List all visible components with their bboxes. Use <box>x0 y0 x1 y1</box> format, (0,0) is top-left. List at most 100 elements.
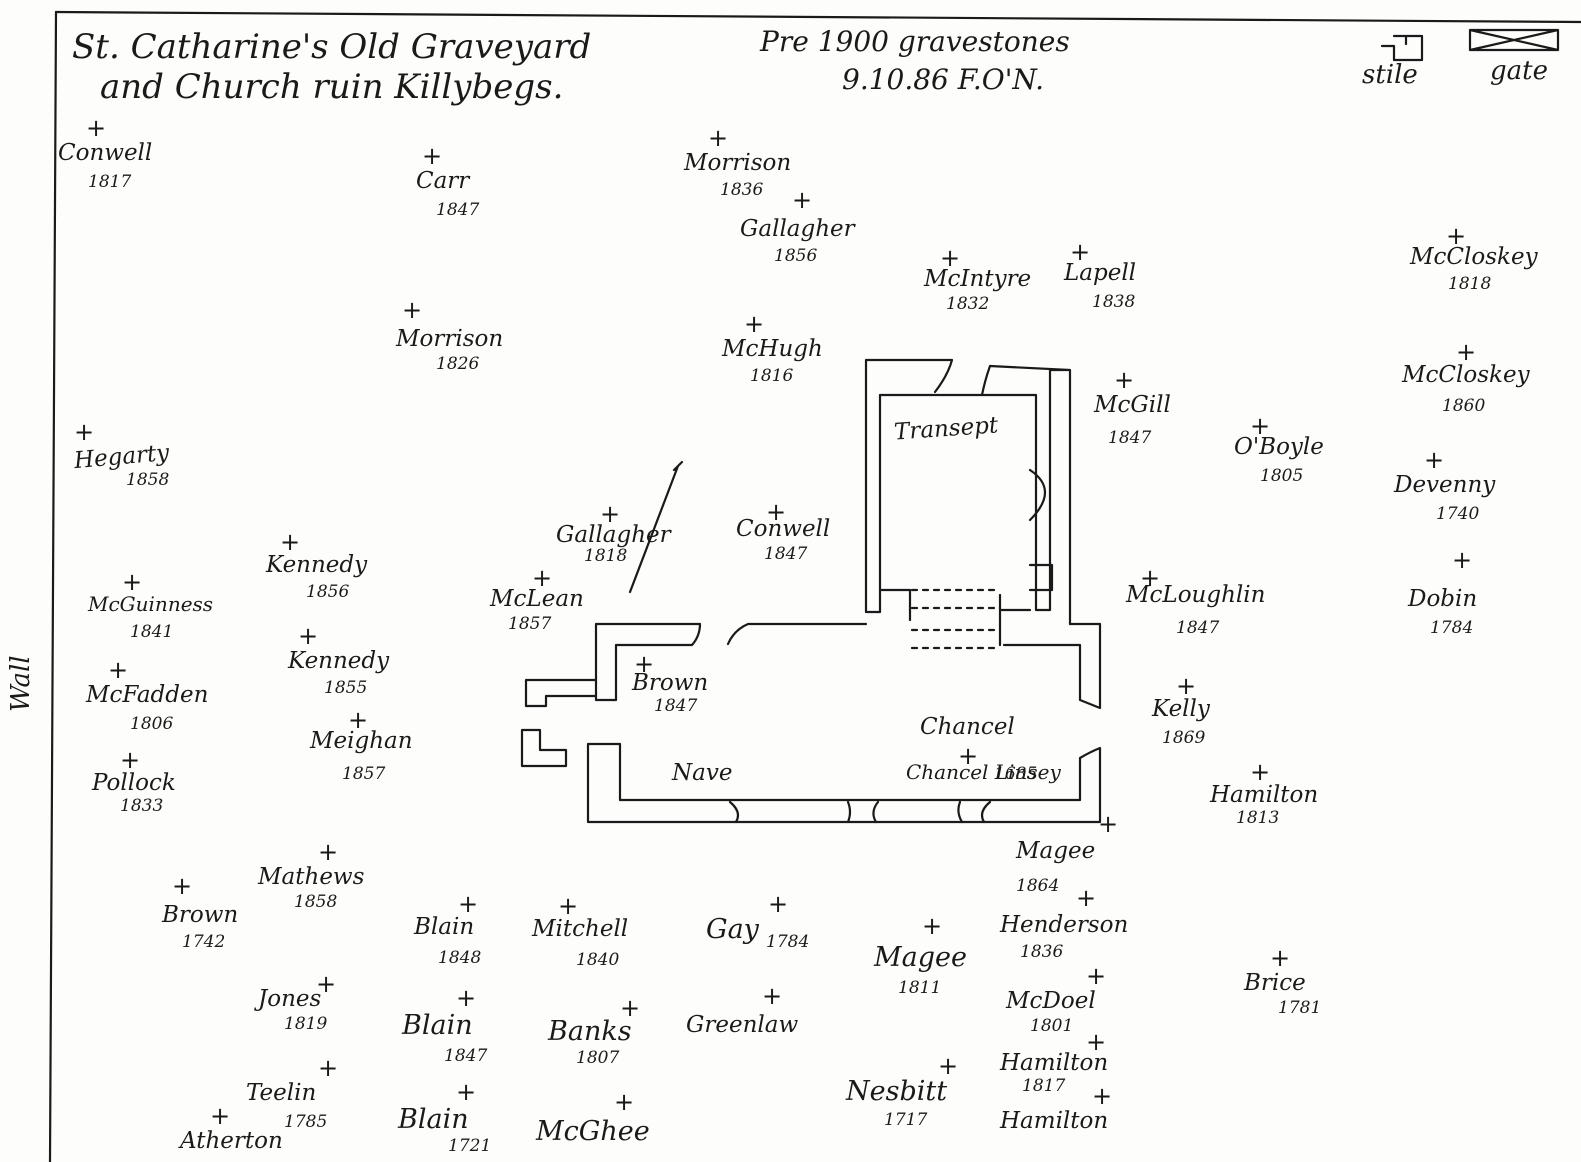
grave-year: 1784 <box>1430 618 1474 638</box>
grave-year: 1869 <box>1162 728 1206 748</box>
cross-icon: + <box>456 984 477 1012</box>
grave-name: Blain <box>414 914 475 940</box>
grave-year: 1847 <box>1108 428 1152 448</box>
grave-name: Kelly <box>1152 696 1210 722</box>
grave-name: McGuinness <box>88 592 214 616</box>
grave-name: Carr <box>416 168 470 194</box>
grave-name: Morrison <box>684 150 792 176</box>
grave-name: Mitchell <box>532 916 629 942</box>
cross-icon: + <box>1176 672 1197 700</box>
cross-icon: + <box>1456 338 1477 366</box>
grave-name: Mathews <box>258 864 365 890</box>
grave-name: Meighan <box>310 728 413 754</box>
gate-label: gate <box>1490 56 1548 86</box>
cross-icon: + <box>762 982 783 1010</box>
cross-icon: + <box>1424 446 1445 474</box>
cross-icon: + <box>318 1054 339 1082</box>
grave-name: Henderson <box>1000 912 1129 938</box>
cross-icon: + <box>766 498 787 526</box>
grave-year: 1847 <box>1176 618 1220 638</box>
cross-icon: + <box>316 970 337 998</box>
grave-name: McLean <box>490 586 584 612</box>
grave-name: Pollock <box>92 770 176 796</box>
grave-year: 1806 <box>130 714 174 734</box>
grave-year: 1805 <box>1260 466 1304 486</box>
grave-name: Jones <box>258 986 322 1012</box>
cross-icon: + <box>1076 884 1097 912</box>
transept-steps <box>910 588 1002 650</box>
cross-icon: + <box>1250 412 1271 440</box>
grave-year: 1807 <box>576 1048 620 1068</box>
grave-year: 1841 <box>130 622 174 642</box>
cross-icon: + <box>402 296 423 324</box>
grave-year: 1836 <box>1020 942 1064 962</box>
cross-icon: + <box>1140 564 1161 592</box>
grave-year: 1784 <box>766 932 810 952</box>
grave-year: 1818 <box>584 546 628 566</box>
grave-year: 1832 <box>946 294 990 314</box>
grave-year: 1864 <box>1016 876 1060 896</box>
grave-year: 1856 <box>306 582 350 602</box>
cross-icon: + <box>1092 1082 1113 1110</box>
grave-year: 1857 <box>508 614 552 634</box>
grave-year: 1858 <box>126 470 170 490</box>
grave-year: 1717 <box>884 1110 928 1130</box>
transept-walls <box>864 358 1072 626</box>
grave-name: McCloskey <box>1402 362 1530 388</box>
grave-name: McDoel <box>1006 988 1096 1014</box>
cross-icon: + <box>600 500 621 528</box>
cross-icon: + <box>708 124 729 152</box>
grave-name: McCloskey <box>1410 244 1538 270</box>
cross-icon: + <box>1070 238 1091 266</box>
cross-icon: + <box>172 872 193 900</box>
cross-icon: + <box>122 568 143 596</box>
cross-icon: + <box>120 746 141 774</box>
cross-icon: + <box>634 650 655 678</box>
grave-year: 1847 <box>436 200 480 220</box>
grave-name: Atherton <box>180 1128 283 1154</box>
map-title-line2: and Church ruin Killybegs. <box>100 67 564 107</box>
grave-name: Brice <box>1244 970 1306 996</box>
grave-year: 1742 <box>182 932 226 952</box>
south-wall-openings <box>728 800 992 824</box>
grave-name: Hamilton <box>1000 1050 1109 1076</box>
cross-icon: + <box>74 418 95 446</box>
top-border-line <box>54 10 1581 24</box>
cross-icon: + <box>744 310 765 338</box>
cross-icon: + <box>280 528 301 556</box>
grave-year: 1826 <box>436 354 480 374</box>
cross-icon: + <box>1452 546 1473 574</box>
grave-name: Banks <box>548 1016 632 1047</box>
grave-year: 1855 <box>324 678 368 698</box>
grave-year: 1819 <box>284 1014 328 1034</box>
grave-year: 1685 <box>994 764 1038 784</box>
grave-name: Greenlaw <box>686 1012 799 1038</box>
grave-name: O'Boyle <box>1234 434 1324 460</box>
grave-year: 1847 <box>764 544 808 564</box>
cross-icon: + <box>922 912 943 940</box>
cross-icon: + <box>940 244 961 272</box>
grave-name: Magee <box>1016 838 1096 864</box>
grave-name: Lapell <box>1064 260 1137 286</box>
grave-year: 1847 <box>654 696 698 716</box>
grave-name: McGill <box>1094 392 1171 418</box>
cross-icon: + <box>614 1088 635 1116</box>
grave-name: Brown <box>632 670 709 696</box>
grave-name: Hamilton <box>1210 782 1319 808</box>
cross-icon: + <box>1270 944 1291 972</box>
grave-year: 1813 <box>1236 808 1280 828</box>
west-porch <box>520 678 598 768</box>
grave-name: Magee <box>874 942 967 973</box>
grave-name: McIntyre <box>924 266 1032 292</box>
cross-icon: + <box>1098 810 1119 838</box>
grave-year: 1857 <box>342 764 386 784</box>
grave-name: Brown <box>162 902 239 928</box>
grave-name: McHugh <box>722 336 823 362</box>
grave-year: 1836 <box>720 180 764 200</box>
grave-year: 1838 <box>1092 292 1136 312</box>
cross-icon: + <box>532 564 553 592</box>
stile-label: stile <box>1362 60 1418 90</box>
grave-name: Kennedy <box>266 552 368 578</box>
